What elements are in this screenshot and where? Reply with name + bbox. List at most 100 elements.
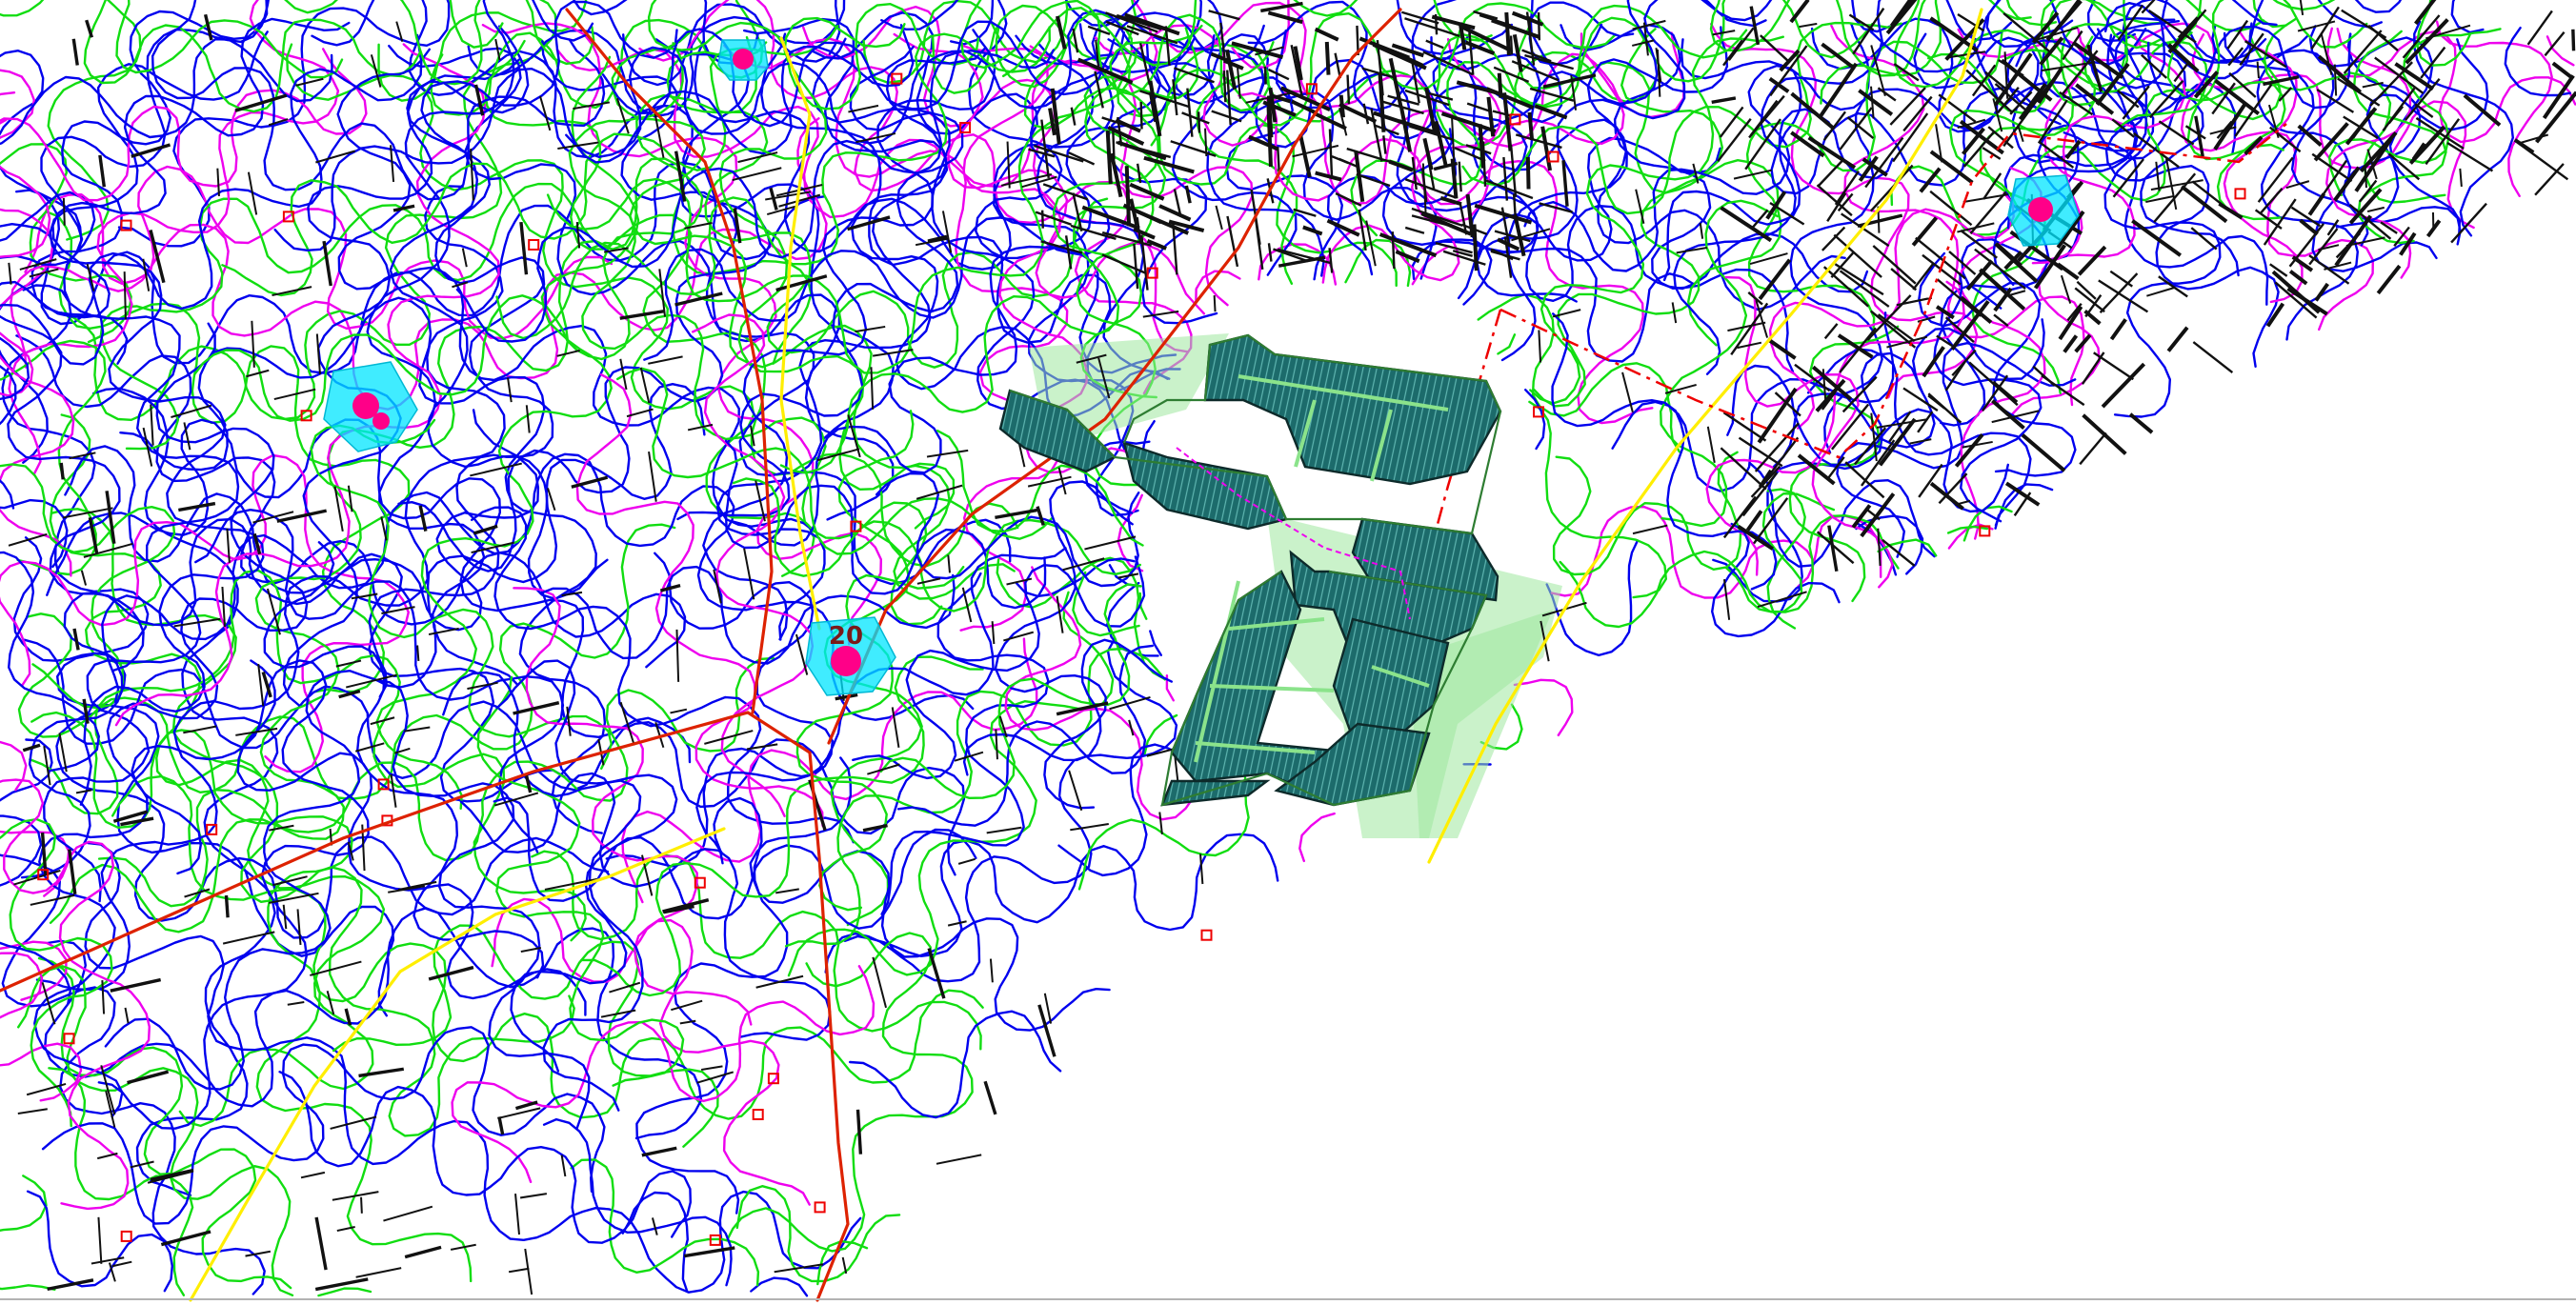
structure-line [497,1107,541,1120]
contour-line [1662,0,2013,282]
contour-line [317,1287,372,1297]
property-marker [2234,188,2246,200]
structure-line [1765,191,1787,220]
contour-line [1195,270,1241,304]
structure-line [1929,190,1973,227]
structure-line [1376,39,1384,96]
structure-line [746,743,778,751]
structure-line [1984,70,2009,91]
structure-line [1420,211,1472,236]
structure-line [252,511,294,524]
structure-line [370,54,382,88]
structure-line [1361,67,1398,80]
contour-line [1877,538,1938,557]
structure-line [2369,61,2413,107]
structure-line [1378,72,1386,132]
structure-line [1006,141,1011,189]
structure-line [1465,144,1492,155]
structure-line [234,93,288,112]
structure-line [1486,96,1496,137]
structure-line [394,747,411,754]
structure-line [1779,49,1801,72]
structure-line [1525,11,1536,66]
structure-line [2009,290,2026,296]
contour-line [97,656,775,908]
contour-line [1529,35,1784,405]
structure-line [671,999,703,1012]
structure-line [1124,166,1132,227]
structure-line [663,904,694,914]
contour-line [0,38,333,146]
contour-line [1933,272,2043,523]
contour-line [2335,38,2489,229]
structure-line [120,816,154,827]
contour-line [1985,0,2042,48]
structure-line [2326,219,2340,236]
structure-line [2074,333,2092,353]
structure-line [1236,65,1241,99]
structure-line [1502,92,1513,151]
structure-line [2063,334,2079,353]
contour-line [880,0,1177,374]
structure-line [2260,188,2284,214]
contour-line [893,32,1206,315]
structure-line [743,548,755,600]
water-point-marker-4[interactable] [2007,174,2080,247]
structure-line [1064,235,1073,270]
structure-line [1929,16,1979,52]
contour-line [459,772,832,1041]
structure-line [1936,278,1982,317]
structure-line [2018,83,2047,121]
structure-line [1146,238,1167,251]
water-point-marker-3[interactable]: 20 [805,616,896,696]
structure-line [1719,106,1744,138]
structure-line [1692,163,1700,184]
structure-line [1917,411,1934,433]
property-boundary-center [1408,309,1502,630]
structure-line [80,570,88,586]
structure-line [1968,361,2019,407]
solar-field [998,333,1502,807]
contour-line [950,0,1343,281]
contour-line [849,1010,1062,1119]
water-point-marker-2[interactable] [323,361,418,452]
structure-line [1109,695,1151,711]
structure-line [2393,226,2410,247]
structure-line [98,154,107,188]
structure-line [344,1008,352,1026]
structure-line [246,369,270,378]
contour-line [1748,462,1936,568]
structure-line [2099,272,2139,313]
structure-line [404,1245,442,1259]
structure-line [1997,242,2023,267]
structure-line [2345,236,2385,247]
structure-line [1372,42,1427,70]
structure-line [273,388,316,401]
structure-line [1401,10,1439,25]
structure-line [1818,157,1845,187]
structure-line [2290,206,2321,228]
structure-line [108,1262,116,1282]
structure-line [1267,68,1290,81]
structure-line [1267,243,1273,262]
structure-line [1621,371,1634,413]
water-point-marker-1[interactable] [717,39,769,81]
structure-line [1328,129,1334,178]
structure-line [2190,227,2218,251]
structure-line [1722,39,1743,67]
structure-line [1841,212,1890,248]
contour-line [368,58,554,698]
structure-line [1450,114,1456,162]
structure-line [1077,57,1134,85]
structure-line [245,1250,272,1257]
structure-line [1373,110,1407,126]
structure-line [1467,27,1475,75]
structure-line [855,1109,863,1154]
structure-line [1458,161,1462,192]
structure-line [59,462,65,480]
structure-line [1464,40,1496,55]
structure-line [619,701,635,746]
structure-line [651,1217,658,1235]
structure-line [1912,262,1935,291]
